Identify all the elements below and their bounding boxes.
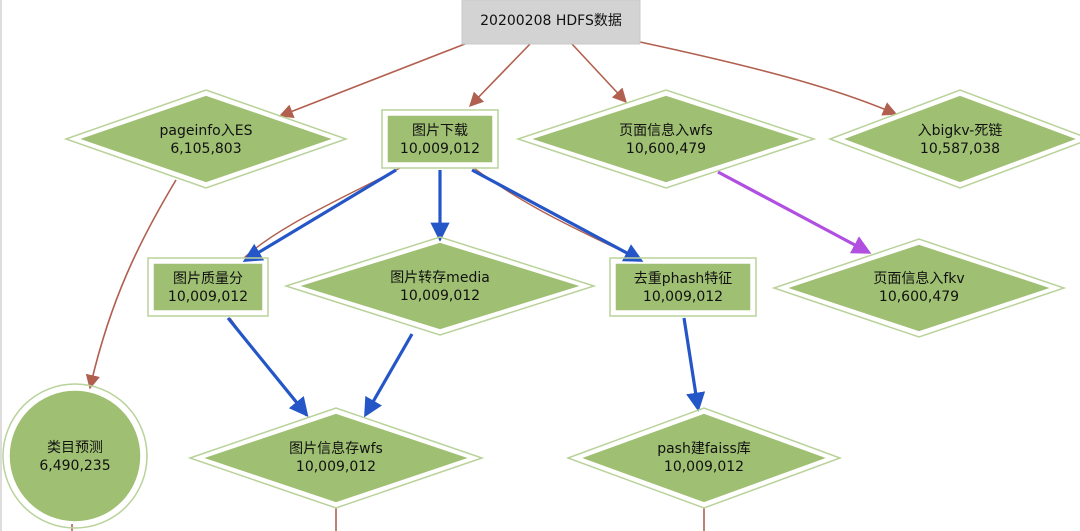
node-page-fkv[interactable]: 页面信息入fkv 10,600,479 [771, 238, 1067, 338]
node-phash-count: 10,009,012 [643, 289, 723, 305]
edge-quality-to-infowfs [226, 316, 309, 417]
node-page-wfs-name: 页面信息入wfs [619, 122, 713, 139]
node-bigkv-shape [839, 94, 1080, 184]
node-img-download-count: 10,009,012 [400, 141, 480, 157]
node-img-download-name: 图片下载 [412, 123, 468, 139]
node-img-media-count: 10,009,012 [400, 288, 480, 304]
node-pageinfo-es-name: pageinfo入ES [160, 123, 253, 139]
node-img-quality-name: 图片质量分 [173, 271, 243, 287]
node-img-info-wfs[interactable]: 图片信息存wfs 10,009,012 [187, 407, 485, 509]
node-page-wfs[interactable]: 页面信息入wfs 10,600,479 [515, 89, 817, 189]
node-page-wfs-count: 10,600,479 [626, 141, 706, 157]
node-img-quality[interactable]: 图片质量分 10,009,012 [147, 257, 269, 317]
node-page-wfs-outer [515, 89, 817, 189]
node-category-pred-outer [2, 383, 148, 529]
node-phash-name: 去重phash特征 [634, 271, 733, 287]
node-img-download-outer [381, 109, 499, 169]
node-pageinfo-es-outer [63, 89, 349, 189]
edge-page-wfs-to-fkv [717, 170, 872, 254]
edge-download-to-quality [242, 168, 397, 262]
edge-source-to-img-download [468, 43, 531, 108]
node-faiss[interactable]: pash建faiss库 10,009,012 [565, 407, 843, 509]
edge-source-to-bigkv [639, 41, 898, 116]
node-category-pred[interactable]: 类目预测 6,490,235 [2, 383, 148, 529]
node-phash[interactable]: 去重phash特征 10,009,012 [609, 257, 757, 317]
node-img-media-shape [295, 241, 585, 331]
node-img-media-outer [283, 236, 597, 336]
node-img-quality-count: 10,009,012 [168, 289, 248, 305]
node-faiss-name: pash建faiss库 [657, 441, 751, 457]
node-faiss-shape [577, 412, 831, 504]
node-source-box [461, 0, 641, 45]
node-img-info-wfs-shape [199, 412, 473, 504]
node-phash-shape [614, 262, 752, 312]
node-bigkv-name: 入bigkv-死链 [918, 123, 1003, 139]
node-img-download[interactable]: 图片下载 10,009,012 [381, 109, 499, 169]
node-phash-outer [609, 257, 757, 317]
edge-media-to-infowfs [364, 333, 414, 418]
node-category-pred-name: 类目预测 [47, 440, 103, 456]
node-category-pred-count: 6,490,235 [39, 458, 110, 474]
node-img-quality-shape [152, 262, 264, 312]
node-img-info-wfs-name: 图片信息存wfs [289, 440, 383, 457]
node-page-wfs-shape [527, 94, 805, 184]
node-bigkv[interactable]: 入bigkv-死链 10,587,038 [827, 89, 1080, 189]
edge-pageinfo-to-category [85, 179, 177, 390]
node-img-quality-outer [147, 257, 269, 317]
node-source[interactable]: 20200208 HDFS数据 [461, 0, 641, 45]
node-bigkv-outer [827, 89, 1080, 189]
node-page-fkv-outer [771, 238, 1067, 338]
node-bigkv-count: 10,587,038 [920, 141, 1000, 157]
edge-source-to-pageinfo-es [278, 41, 471, 119]
node-img-media[interactable]: 图片转存media 10,009,012 [283, 236, 597, 336]
node-page-fkv-name: 页面信息入fkv [873, 270, 964, 287]
node-img-download-shape [386, 114, 494, 164]
node-category-pred-shape [8, 389, 142, 523]
node-source-label: 20200208 HDFS数据 [480, 13, 622, 29]
node-img-info-wfs-count: 10,009,012 [296, 459, 376, 475]
edges [71, 41, 898, 531]
node-faiss-count: 10,009,012 [664, 459, 744, 475]
node-pageinfo-es-count: 6,105,803 [170, 141, 241, 157]
edge-download-to-phash [471, 168, 644, 262]
edge-source-to-page-wfs [571, 43, 627, 104]
node-faiss-outer [565, 407, 843, 509]
node-img-media-name: 图片转存media [390, 270, 490, 286]
edge-phash-to-faiss [682, 317, 706, 412]
node-pageinfo-es[interactable]: pageinfo入ES 6,105,803 [63, 89, 349, 189]
node-page-fkv-shape [783, 243, 1055, 333]
node-page-fkv-count: 10,600,479 [879, 289, 959, 305]
node-img-info-wfs-outer [187, 407, 485, 509]
node-pageinfo-es-shape [75, 94, 337, 184]
